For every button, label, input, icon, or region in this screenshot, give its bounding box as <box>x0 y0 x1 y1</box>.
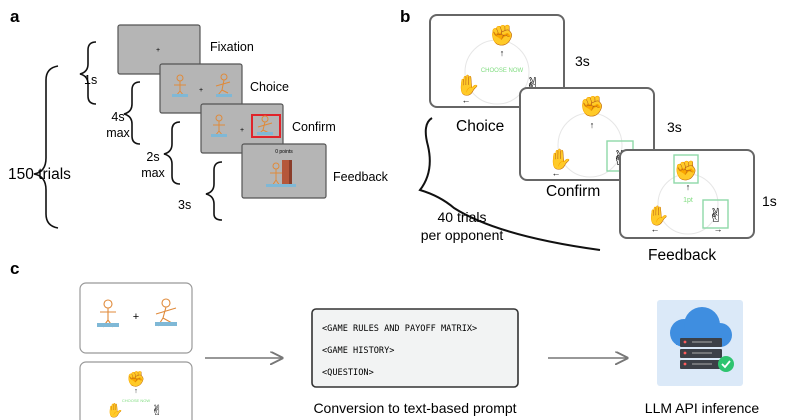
prompt-line-question: <QUESTION> <box>322 368 374 378</box>
svg-text:✌: ✌ <box>708 206 724 227</box>
b-feedback-label: Feedback <box>648 247 716 264</box>
b-choice-label: Choice <box>456 118 504 135</box>
c-figure-card: + <box>79 282 193 354</box>
duration-feedback: 3s <box>178 198 191 212</box>
svg-text:✊: ✊ <box>580 95 605 118</box>
llm-caption: LLM API inference <box>645 400 760 416</box>
b-confirm-label: Confirm <box>546 183 600 200</box>
points-text: 1pt <box>683 197 693 204</box>
svg-text:✋: ✋ <box>106 402 123 418</box>
panel-b-letter: b <box>400 7 410 26</box>
svg-text:✋: ✋ <box>548 147 573 171</box>
fixation-label: Fixation <box>210 40 254 54</box>
panel-a-trials: 150 trials <box>8 166 71 183</box>
panel-a-letter: a <box>10 7 20 26</box>
choice-screen: + <box>159 63 243 114</box>
panel-c-letter: c <box>10 259 19 278</box>
svg-text:+: + <box>199 87 203 94</box>
right-figure-icon <box>215 73 232 97</box>
svg-text:+: + <box>240 127 244 134</box>
confirm-highlight-box <box>251 114 281 138</box>
svg-text:↑: ↑ <box>134 388 138 395</box>
check-icon <box>718 356 734 372</box>
fixation-screen: + <box>117 24 201 75</box>
b-feedback-card: ✊ ↑ 1pt ✋ ← ✌ → <box>619 149 755 239</box>
confirm-screen: + <box>200 103 284 154</box>
duration-confirm-1: 2s <box>146 150 159 164</box>
feedback-points-text: 0 points <box>275 149 293 155</box>
svg-text:←: ← <box>462 95 471 105</box>
b-feedback-duration: 1s <box>762 193 777 209</box>
llm-cloud-server-icon <box>657 300 743 386</box>
plus-sign: + <box>133 311 139 323</box>
svg-text:✌: ✌ <box>151 402 163 418</box>
feedback-label: Feedback <box>333 170 389 184</box>
svg-text:→: → <box>714 224 723 234</box>
svg-text:↑: ↑ <box>590 120 595 130</box>
choose-now-text: CHOOSE NOW <box>481 68 524 74</box>
svg-text:←: ← <box>651 224 660 234</box>
b-confirm-duration: 3s <box>667 119 682 135</box>
svg-text:✋: ✋ <box>646 204 670 227</box>
duration-confirm-2: max <box>141 166 165 180</box>
feedback-screen: 0 points <box>241 143 327 199</box>
panel-b-brace <box>418 117 601 251</box>
svg-text:↑: ↑ <box>686 182 691 192</box>
mini-choose-now: CHOOSE NOW <box>122 398 150 403</box>
duration-fixation: 1s <box>84 73 97 87</box>
prompt-line-rules: <GAME RULES AND PAYOFF MATRIX> <box>322 324 477 334</box>
duration-choice-2: max <box>106 126 130 140</box>
svg-text:✊: ✊ <box>674 160 698 182</box>
svg-text:↑: ↑ <box>500 48 505 58</box>
panel-b-trials-2: per opponent <box>421 227 504 243</box>
duration-choice-1: 4s <box>111 110 124 124</box>
c-rps-card: ✊ ↑ CHOOSE NOW ✋ ✌ <box>79 361 193 420</box>
palm-icon: ✋ <box>456 73 481 97</box>
prompt-box: <GAME RULES AND PAYOFF MATRIX> <GAME HIS… <box>311 308 519 388</box>
duration-braces <box>33 41 223 229</box>
confirm-label: Confirm <box>292 120 336 134</box>
fist-icon: ✊ <box>490 24 515 47</box>
svg-text:+: + <box>156 47 160 54</box>
prompt-caption: Conversion to text-based prompt <box>313 400 516 416</box>
panel-b-trials-1: 40 trials <box>437 209 486 225</box>
left-figure-icon <box>172 74 188 97</box>
svg-text:←: ← <box>552 168 561 178</box>
prompt-line-history: <GAME HISTORY> <box>322 346 394 356</box>
b-choice-duration: 3s <box>575 53 590 69</box>
choice-label: Choice <box>250 80 289 94</box>
svg-text:✊: ✊ <box>127 370 146 388</box>
